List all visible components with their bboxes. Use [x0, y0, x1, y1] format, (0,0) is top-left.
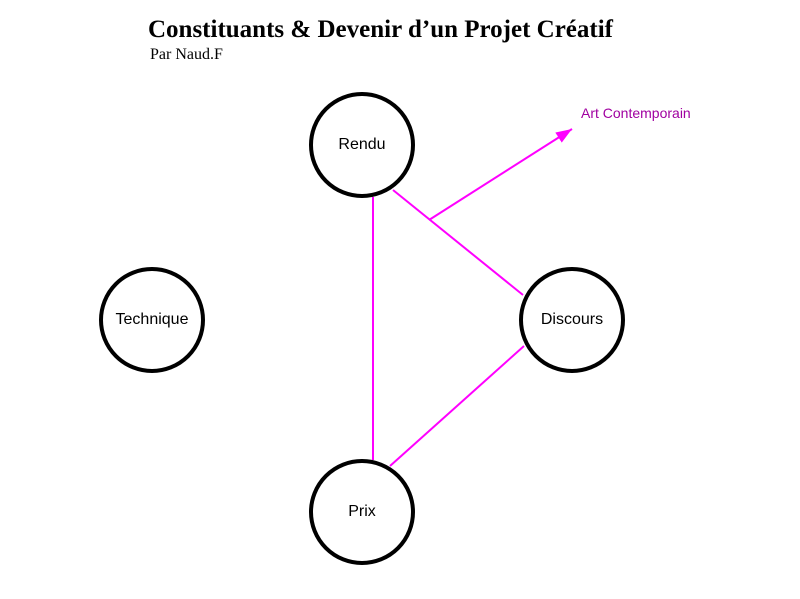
arrow-target-label: Art Contemporain — [581, 105, 691, 121]
node-technique[interactable]: Technique — [99, 267, 205, 373]
edge-rendu-discours — [392, 189, 524, 296]
node-prix-label: Prix — [348, 503, 376, 520]
node-technique-label: Technique — [115, 311, 189, 328]
edge-discours-prix — [389, 345, 525, 467]
node-discours[interactable]: Discours — [519, 267, 625, 373]
node-discours-label: Discours — [540, 311, 604, 328]
page-title: Constituants & Devenir d’un Projet Créat… — [148, 16, 614, 43]
node-rendu-label: Rendu — [338, 136, 386, 153]
node-prix[interactable]: Prix — [309, 459, 415, 565]
arrow-to-art-contemporain — [428, 128, 573, 221]
node-rendu[interactable]: Rendu — [309, 92, 415, 198]
author-line: Par Naud.F — [150, 46, 223, 63]
